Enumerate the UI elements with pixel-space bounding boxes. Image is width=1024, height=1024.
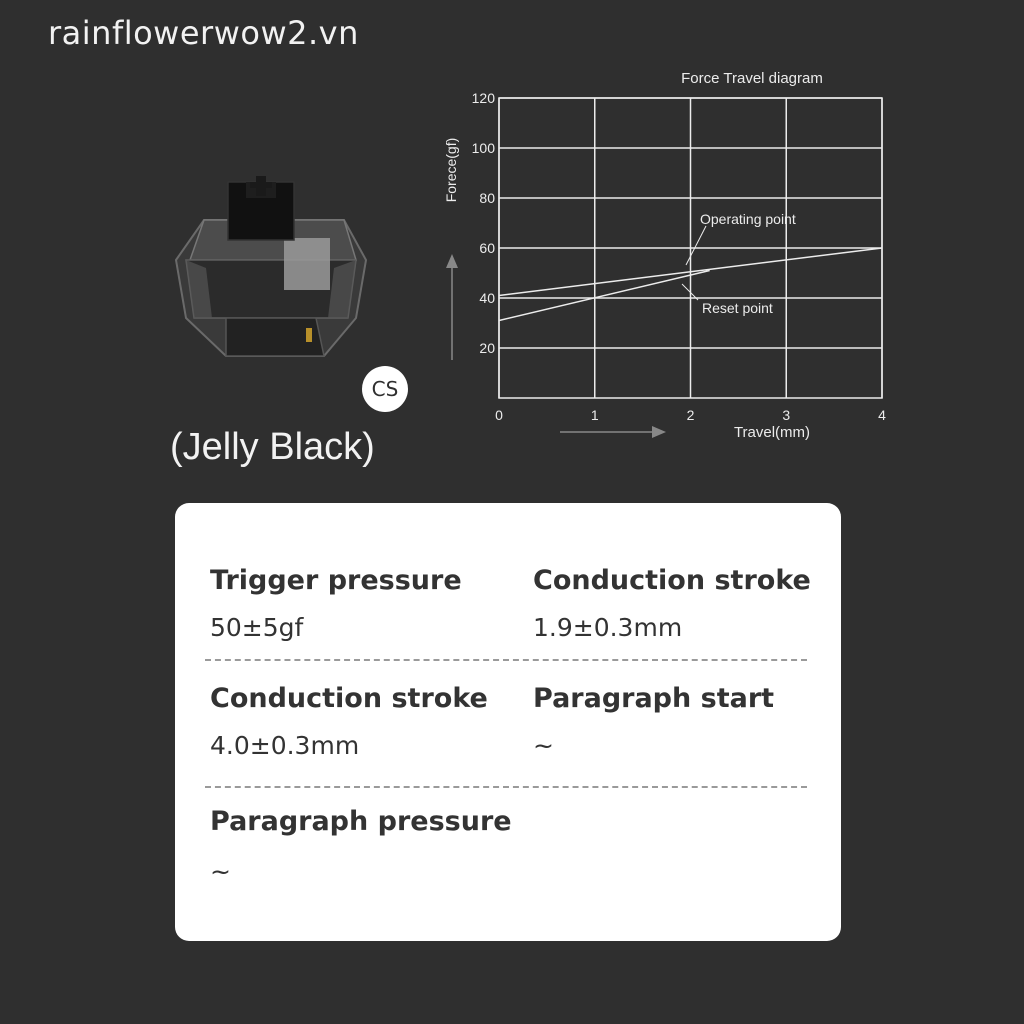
reset-point-leader xyxy=(681,283,699,301)
spec-card: Trigger pressure 50±5gf Conduction strok… xyxy=(175,503,841,941)
chart-series xyxy=(498,247,883,322)
spec-value-paragraph-pressure: ~ xyxy=(210,857,231,886)
spec-value-conduction-stroke: 1.9±0.3mm xyxy=(533,613,683,642)
x-axis-label: Travel(mm) xyxy=(734,424,810,441)
y-axis-label: Forece(gf) xyxy=(443,138,459,203)
spec-label-conduction-stroke-total: Conduction stroke xyxy=(210,683,488,714)
spec-value-paragraph-start: ~ xyxy=(533,731,554,760)
y-tick-label: 20 xyxy=(479,340,495,356)
spec-value-trigger-pressure: 50±5gf xyxy=(210,613,304,642)
keyboard-switch-image xyxy=(174,176,368,357)
divider xyxy=(205,786,807,788)
x-tick-label: 2 xyxy=(687,407,695,423)
x-tick-label: 0 xyxy=(495,407,503,423)
y-tick-label: 40 xyxy=(479,290,495,306)
x-tick-label: 1 xyxy=(591,407,599,423)
chart-tick-labels: 20 40 60 80 100 120 0 1 2 3 4 xyxy=(472,90,886,423)
series-line-2 xyxy=(498,269,710,322)
x-tick-label: 3 xyxy=(782,407,790,423)
spec-label-paragraph-start: Paragraph start xyxy=(533,683,775,714)
spec-label-conduction-stroke: Conduction stroke xyxy=(533,565,811,596)
y-tick-label: 120 xyxy=(472,90,496,106)
watermark-text: rainflowerwow2.vn xyxy=(48,14,359,52)
series-line-1 xyxy=(498,247,883,297)
x-tick-label: 4 xyxy=(878,407,886,423)
chart-grid xyxy=(498,97,883,399)
reset-point-label: Reset point xyxy=(702,300,773,316)
operating-point-leader xyxy=(685,225,707,266)
cs-badge: CS xyxy=(362,366,408,412)
x-axis-arrowhead xyxy=(652,426,666,438)
spec-label-paragraph-pressure: Paragraph pressure xyxy=(210,806,512,837)
y-tick-label: 60 xyxy=(479,240,495,256)
y-tick-label: 80 xyxy=(479,190,495,206)
operating-point-label: Operating point xyxy=(700,211,796,227)
product-name: (Jelly Black) xyxy=(170,426,375,468)
spec-label-trigger-pressure: Trigger pressure xyxy=(210,565,462,596)
divider xyxy=(205,659,807,661)
force-travel-chart: 20 40 60 80 100 120 0 1 2 3 4 Force Travel diagram… xyxy=(443,70,886,441)
spec-value-conduction-stroke-total: 4.0±0.3mm xyxy=(210,731,360,760)
y-tick-label: 100 xyxy=(472,140,496,156)
y-axis-arrowhead xyxy=(446,254,458,268)
chart-title: Force Travel diagram xyxy=(681,70,823,87)
